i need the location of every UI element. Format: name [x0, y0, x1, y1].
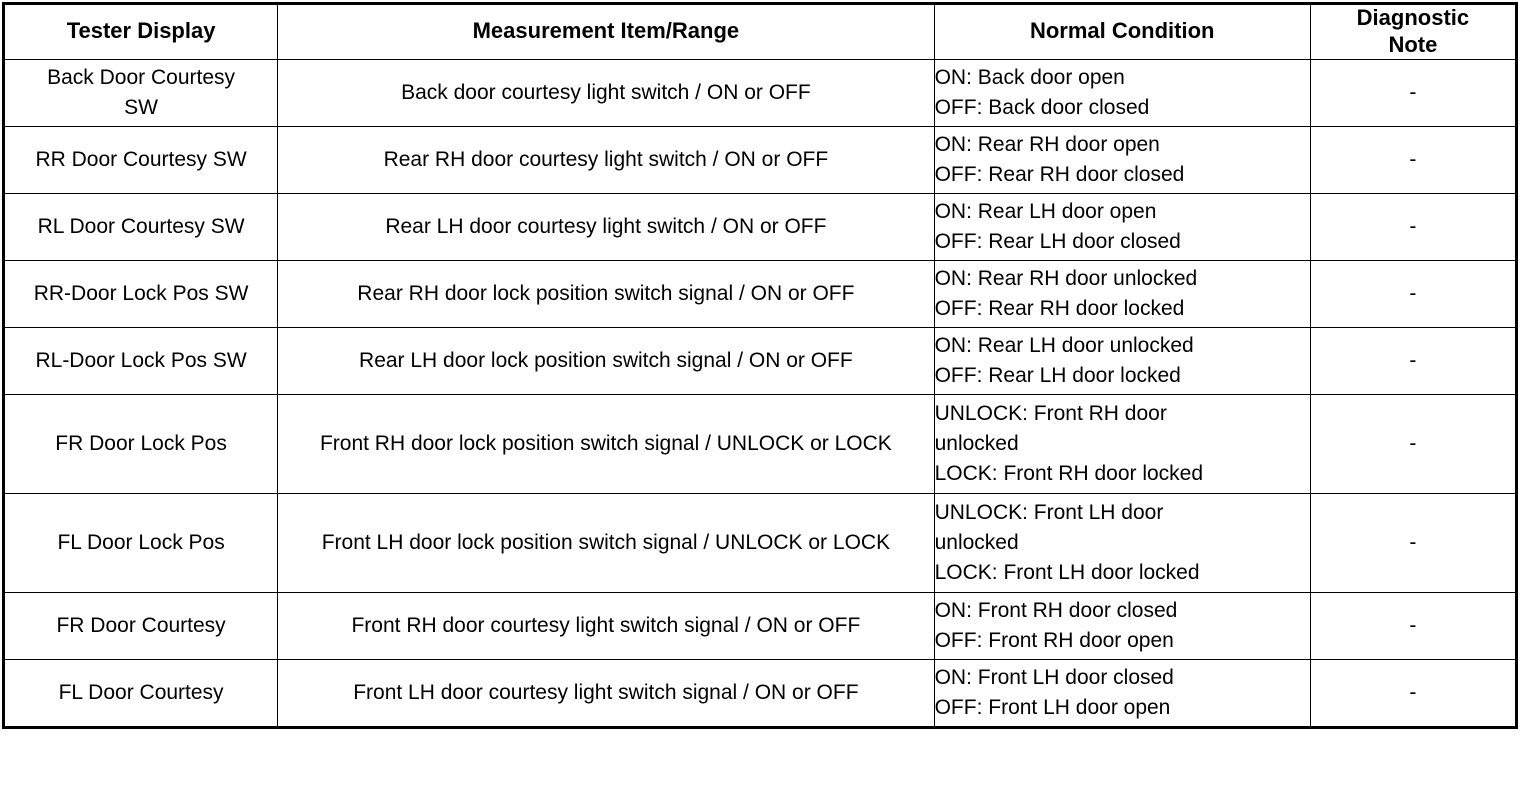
cell-tester-display: RR-Door Lock Pos SW	[2, 259, 279, 328]
cell-diagnostic-note: -	[1309, 658, 1518, 728]
cell-tester-display: RL Door Courtesy SW	[2, 192, 279, 261]
table-row: FL Door Lock Pos Front LH door lock posi…	[2, 492, 1518, 593]
cell-measurement-item: Rear LH door courtesy light switch / ON …	[277, 192, 935, 261]
normal-condition-line2: OFF: Rear LH door closed	[934, 229, 1181, 253]
table-row: RL Door Courtesy SW Rear LH door courtes…	[2, 192, 1518, 261]
normal-condition-line1: UNLOCK: Front RH door	[934, 401, 1167, 425]
cell-measurement-item: Rear RH door lock position switch signal…	[277, 259, 935, 328]
column-header-measurement-item-range: Measurement Item/Range	[277, 3, 935, 60]
cell-diagnostic-note: -	[1309, 326, 1518, 395]
cell-measurement-item: Front LH door lock position switch signa…	[277, 492, 935, 593]
cell-diagnostic-note: -	[1309, 125, 1518, 194]
tester-display-data-table: Tester Display Measurement Item/Range No…	[2, 2, 1518, 729]
cell-measurement-item: Front RH door lock position switch signa…	[277, 393, 935, 494]
column-header-diagnostic-note: Diagnostic Note	[1309, 3, 1518, 60]
cell-tester-display: FR Door Courtesy	[2, 591, 279, 660]
cell-tester-display: RL-Door Lock Pos SW	[2, 326, 279, 395]
cell-normal-condition: UNLOCK: Front RH door unlocked LOCK: Fro…	[933, 393, 1311, 494]
table-row: FL Door Courtesy Front LH door courtesy …	[2, 658, 1518, 728]
cell-measurement-item: Front RH door courtesy light switch sign…	[277, 591, 935, 660]
normal-condition-line2: OFF: Back door closed	[934, 95, 1150, 119]
cell-measurement-item: Rear LH door lock position switch signal…	[277, 326, 935, 395]
normal-condition-line2: OFF: Rear RH door closed	[934, 162, 1185, 186]
cell-tester-display: FL Door Lock Pos	[2, 492, 279, 593]
tester-display-line2: SW	[124, 95, 158, 119]
table-header-row: Tester Display Measurement Item/Range No…	[2, 3, 1518, 60]
normal-condition-line2: OFF: Front LH door open	[934, 695, 1171, 719]
cell-measurement-item: Back door courtesy light switch / ON or …	[277, 58, 935, 127]
cell-tester-display: FL Door Courtesy	[2, 658, 279, 728]
tester-display-line1: Back Door Courtesy	[47, 65, 236, 89]
normal-condition-line1: ON: Rear LH door open	[934, 199, 1157, 223]
tester-display-line1: RL Door Courtesy SW	[37, 214, 245, 238]
table-body: Back Door Courtesy SW Back door courtesy…	[2, 58, 1518, 728]
cell-diagnostic-note: -	[1309, 591, 1518, 660]
cell-normal-condition: UNLOCK: Front LH door unlocked LOCK: Fro…	[933, 492, 1311, 593]
column-header-normal-condition: Normal Condition	[933, 3, 1311, 60]
cell-diagnostic-note: -	[1309, 393, 1518, 494]
normal-condition-line3: LOCK: Front RH door locked	[934, 461, 1204, 485]
cell-diagnostic-note: -	[1309, 492, 1518, 593]
tester-display-line1: RR Door Courtesy SW	[35, 147, 247, 171]
cell-normal-condition: ON: Rear RH door unlocked OFF: Rear RH d…	[933, 259, 1311, 328]
column-header-tester-display: Tester Display	[2, 3, 279, 60]
cell-normal-condition: ON: Front LH door closed OFF: Front LH d…	[933, 658, 1311, 728]
normal-condition-line1: ON: Back door open	[934, 65, 1125, 89]
cell-diagnostic-note: -	[1309, 192, 1518, 261]
column-header-diagnostic-note-line1: Diagnostic Note	[1356, 5, 1470, 57]
cell-normal-condition: ON: Rear LH door open OFF: Rear LH door …	[933, 192, 1311, 261]
cell-normal-condition: ON: Rear LH door unlocked OFF: Rear LH d…	[933, 326, 1311, 395]
cell-normal-condition: ON: Front RH door closed OFF: Front RH d…	[933, 591, 1311, 660]
normal-condition-line3: LOCK: Front LH door locked	[934, 560, 1200, 584]
normal-condition-line1: UNLOCK: Front LH door	[934, 500, 1164, 524]
normal-condition-line1: ON: Rear RH door open	[934, 132, 1160, 156]
tester-display-line1: FR Door Lock Pos	[55, 431, 227, 455]
normal-condition-line2: unlocked	[934, 530, 1019, 554]
cell-tester-display: Back Door Courtesy SW	[2, 58, 279, 127]
tester-display-line1: FR Door Courtesy	[56, 613, 226, 637]
table-row: FR Door Lock Pos Front RH door lock posi…	[2, 393, 1518, 494]
normal-condition-line1: ON: Rear RH door unlocked	[934, 266, 1198, 290]
table-row: Back Door Courtesy SW Back door courtesy…	[2, 58, 1518, 127]
tester-display-line1: RR-Door Lock Pos SW	[33, 281, 249, 305]
cell-tester-display: RR Door Courtesy SW	[2, 125, 279, 194]
normal-condition-line2: OFF: Rear LH door locked	[934, 363, 1181, 387]
cell-normal-condition: ON: Rear RH door open OFF: Rear RH door …	[933, 125, 1311, 194]
normal-condition-line2: OFF: Rear RH door locked	[934, 296, 1185, 320]
cell-diagnostic-note: -	[1309, 259, 1518, 328]
normal-condition-line2: unlocked	[934, 431, 1019, 455]
normal-condition-line1: ON: Front LH door closed	[934, 665, 1174, 689]
cell-tester-display: FR Door Lock Pos	[2, 393, 279, 494]
normal-condition-line1: ON: Front RH door closed	[934, 598, 1178, 622]
cell-measurement-item: Front LH door courtesy light switch sign…	[277, 658, 935, 728]
tester-display-line1: FL Door Lock Pos	[57, 530, 225, 554]
normal-condition-line1: ON: Rear LH door unlocked	[934, 333, 1194, 357]
table-row: FR Door Courtesy Front RH door courtesy …	[2, 591, 1518, 660]
table-row: RR Door Courtesy SW Rear RH door courtes…	[2, 125, 1518, 194]
cell-diagnostic-note: -	[1309, 58, 1518, 127]
cell-measurement-item: Rear RH door courtesy light switch / ON …	[277, 125, 935, 194]
table-row: RR-Door Lock Pos SW Rear RH door lock po…	[2, 259, 1518, 328]
table-header: Tester Display Measurement Item/Range No…	[2, 3, 1518, 60]
tester-display-line1: FL Door Courtesy	[58, 680, 224, 704]
normal-condition-line2: OFF: Front RH door open	[934, 628, 1174, 652]
cell-normal-condition: ON: Back door open OFF: Back door closed	[933, 58, 1311, 127]
table-row: RL-Door Lock Pos SW Rear LH door lock po…	[2, 326, 1518, 395]
tester-display-line1: RL-Door Lock Pos SW	[35, 348, 247, 372]
